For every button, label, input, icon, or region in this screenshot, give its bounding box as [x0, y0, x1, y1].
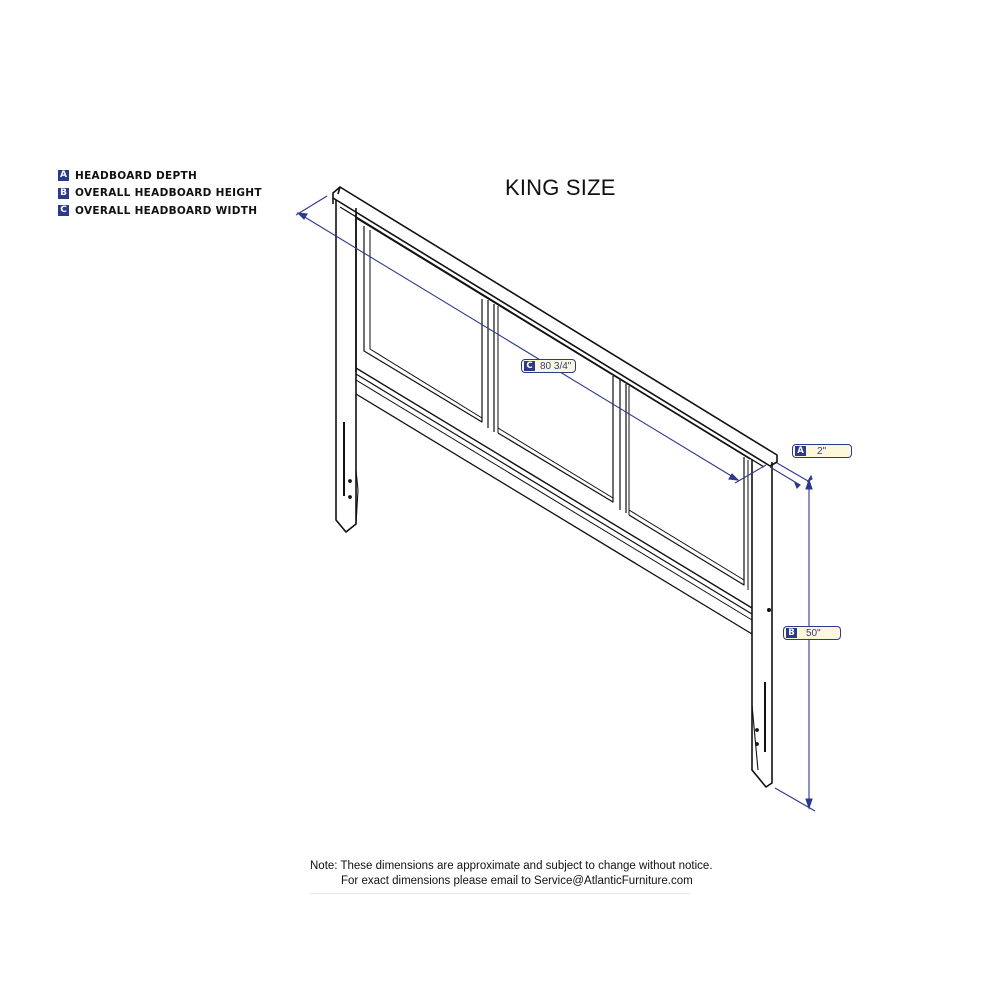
width-dimension-line: [297, 212, 739, 481]
note-line-2: For exact dimensions please email to Ser…: [341, 875, 693, 887]
disclaimer-note: Note: These dimensions are approximate a…: [310, 859, 713, 889]
height-value: 50": [806, 627, 821, 639]
legend-label: OVERALL HEADBOARD HEIGHT: [75, 187, 262, 200]
note-line-1: Note: These dimensions are approximate a…: [310, 860, 713, 872]
width-value: 80 3/4": [540, 360, 572, 372]
right-post: [751, 460, 773, 788]
diagram-title: KING SIZE: [505, 175, 616, 200]
depth-dimension-tag: A 2": [792, 444, 852, 458]
dimension-legend: A HEADBOARD DEPTH B OVERALL HEADBOARD HE…: [58, 167, 262, 220]
legend-label: OVERALL HEADBOARD WIDTH: [75, 204, 258, 217]
legend-badge-c: C: [58, 205, 69, 217]
depth-value: 2": [817, 445, 827, 457]
legend-badge-b: B: [58, 187, 69, 199]
legend-badge-a: A: [58, 170, 69, 182]
dimension-lines: [295, 195, 816, 812]
height-dimension-tag: B 50": [783, 626, 841, 640]
width-badge: C: [524, 361, 535, 371]
legend-label: HEADBOARD DEPTH: [75, 169, 198, 182]
left-post: [335, 200, 357, 533]
width-dimension-tag: C 80 3/4": [521, 359, 577, 373]
note-divider: [310, 893, 690, 894]
depth-badge: A: [795, 446, 806, 456]
top-cap-rail: [332, 186, 778, 467]
headboard-outline: [332, 186, 778, 788]
legend-item-height: B OVERALL HEADBOARD HEIGHT: [58, 185, 262, 203]
legend-item-depth: A HEADBOARD DEPTH: [58, 167, 262, 185]
height-badge: B: [786, 628, 797, 638]
legend-item-width: C OVERALL HEADBOARD WIDTH: [58, 202, 262, 220]
